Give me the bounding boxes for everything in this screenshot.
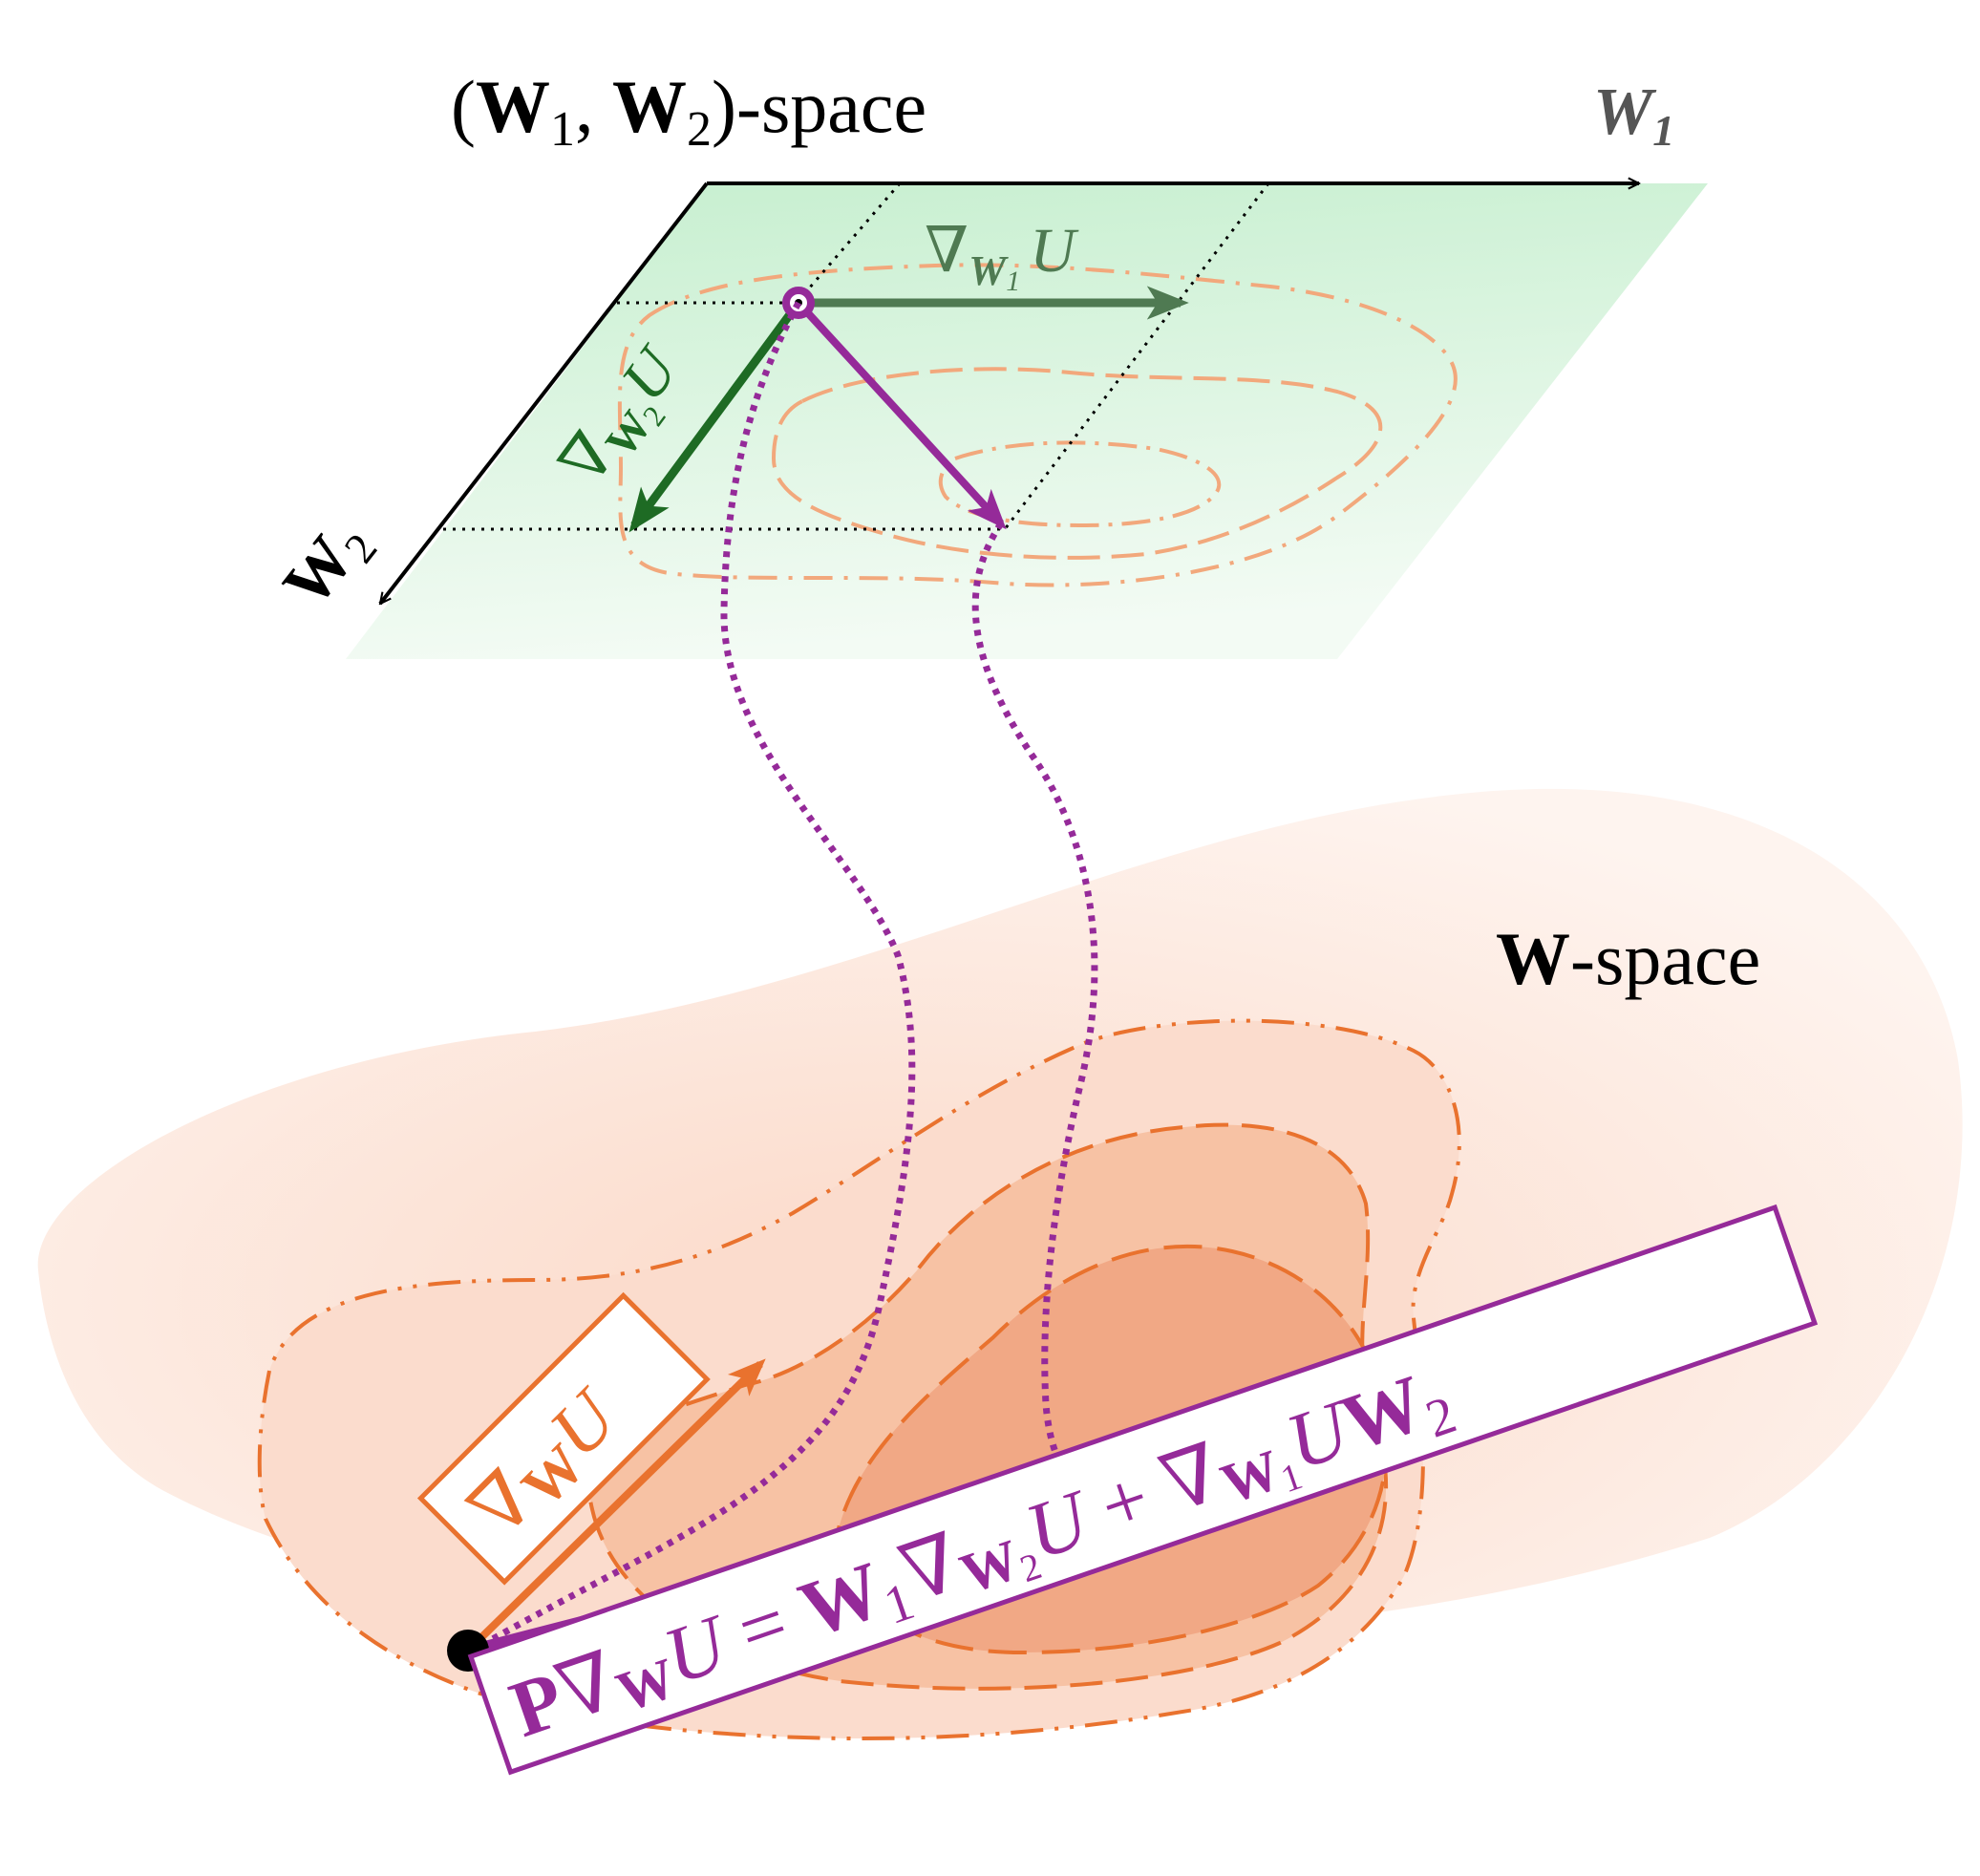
axis-w2-label: W2 xyxy=(269,505,387,624)
axis-w2 xyxy=(378,181,709,604)
mapping-curve-left xyxy=(480,301,916,1649)
axis-w1-label: W1 xyxy=(1593,75,1674,155)
w1-w2-plane xyxy=(346,183,1708,659)
combined-grad-arrow xyxy=(796,300,1007,530)
mapping-curve-right xyxy=(971,522,1116,1520)
plane-contour-middle xyxy=(771,367,1383,560)
plane-contour-inner xyxy=(938,440,1222,528)
projected-formula-box: P∇WU = W1∇W2U + ∇W1UW2 xyxy=(467,1204,1819,1776)
grad-w-box: ∇WU xyxy=(416,1291,711,1586)
grad-w-arrow xyxy=(465,1358,766,1653)
dotted-guides xyxy=(443,182,1270,531)
bottom-space-title: W-space xyxy=(1496,917,1760,1000)
top-space-title: (W1, W2)-space xyxy=(451,65,926,157)
grad-w2-arrow xyxy=(628,300,802,533)
